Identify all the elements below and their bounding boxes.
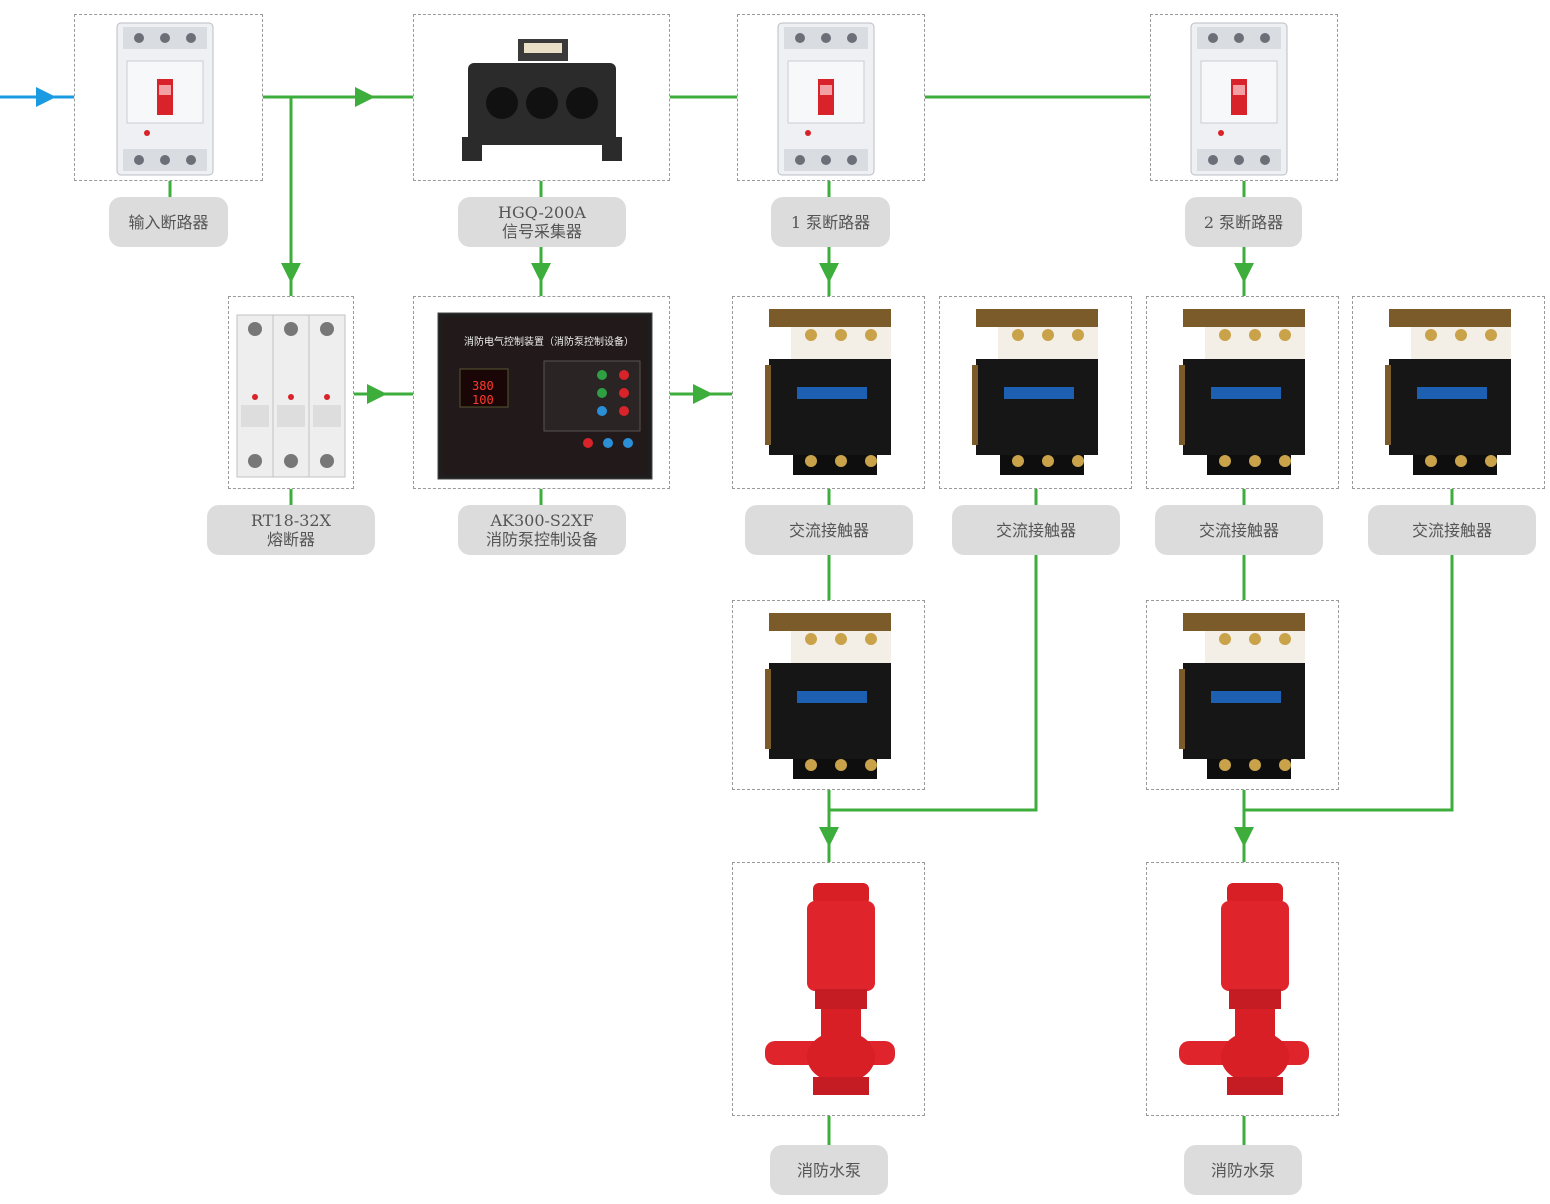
arrow-icon: [693, 384, 713, 404]
contactor-icon: [972, 309, 1098, 475]
control-panel-icon: [437, 312, 653, 480]
contactor-icon: [765, 309, 891, 475]
controller-label: AK300-S2XF 消防泵控制设备: [458, 505, 626, 555]
contactor-label-3: 交流接触器: [1155, 505, 1323, 555]
contactor-box-4: [1352, 296, 1545, 489]
pump1-breaker-label-text: 1 泵断路器: [790, 212, 871, 232]
breaker-icon: [116, 22, 214, 176]
current-collector-icon: [462, 39, 622, 161]
breaker-icon: [777, 22, 875, 176]
arrow-icon: [1234, 827, 1254, 847]
collector-model-text: HGQ-200A: [498, 203, 586, 222]
arrow-icon: [1234, 263, 1254, 283]
arrow-icon: [819, 263, 839, 283]
controller-box: 消防电气控制装置（消防泵控制设备） 380 100: [413, 296, 670, 489]
pump2-breaker-box: [1150, 14, 1338, 181]
pump2-breaker-label-text: 2 泵断路器: [1203, 212, 1284, 232]
pump-label-1: 消防水泵: [770, 1145, 888, 1195]
input-breaker-box: [74, 14, 263, 181]
panel-reading-1: 380: [472, 379, 494, 393]
contactor-label-2: 交流接触器: [952, 505, 1120, 555]
pump1-breaker-label: 1 泵断路器: [771, 197, 890, 247]
breaker-icon: [1190, 22, 1288, 176]
fuse-model-text: RT18-32X: [251, 511, 331, 530]
arrow-icon: [355, 87, 375, 107]
pump1-breaker-box: [737, 14, 925, 181]
pump-box-2: [1146, 862, 1339, 1116]
contactor-box-3: [1146, 296, 1339, 489]
collector-label: HGQ-200A 信号采集器: [458, 197, 626, 247]
contactor-icon: [765, 613, 891, 779]
contactor-icon: [1385, 309, 1511, 475]
contactor-label-4-text: 交流接触器: [1411, 520, 1492, 540]
fuse-name-text: 熔断器: [266, 530, 315, 549]
pump2-breaker-label: 2 泵断路器: [1185, 197, 1302, 247]
input-breaker-label-text: 输入断路器: [128, 212, 209, 232]
contactor-label-1-text: 交流接触器: [788, 520, 869, 540]
arrow-icon: [819, 827, 839, 847]
contactor-label-4: 交流接触器: [1368, 505, 1536, 555]
panel-reading-2: 100: [472, 393, 494, 407]
contactor-label-3-text: 交流接触器: [1198, 520, 1279, 540]
fuse-label: RT18-32X 熔断器: [207, 505, 375, 555]
pump-label-2: 消防水泵: [1184, 1145, 1302, 1195]
contactor-label-1: 交流接触器: [745, 505, 913, 555]
contactor-icon: [1179, 613, 1305, 779]
pump-label-1-text: 消防水泵: [796, 1160, 861, 1180]
arrow-icon: [281, 263, 301, 283]
panel-title: 消防电气控制装置（消防泵控制设备）: [464, 337, 634, 348]
contactor-box-2: [939, 296, 1132, 489]
pump-label-2-text: 消防水泵: [1210, 1160, 1275, 1180]
contactor-label-2-text: 交流接触器: [995, 520, 1076, 540]
arrow-icon: [531, 263, 551, 283]
controller-name-text: 消防泵控制设备: [485, 530, 598, 549]
controller-model-text: AK300-S2XF: [490, 511, 594, 530]
contactor-box-6: [1146, 600, 1339, 790]
arrow-icon: [367, 384, 387, 404]
contactor-box-5: [732, 600, 925, 790]
input-breaker-label: 输入断路器: [109, 197, 228, 247]
pump-box-1: [732, 862, 925, 1116]
pump-icon: [1179, 883, 1309, 1095]
fuse-box: [228, 296, 354, 489]
pump-icon: [765, 883, 895, 1095]
contactor-icon: [1179, 309, 1305, 475]
collector-box: [413, 14, 670, 181]
collector-name-text: 信号采集器: [501, 222, 582, 241]
contactor-box-1: [732, 296, 925, 489]
fuse-icon: [236, 314, 346, 478]
input-arrow-icon: [36, 87, 56, 107]
